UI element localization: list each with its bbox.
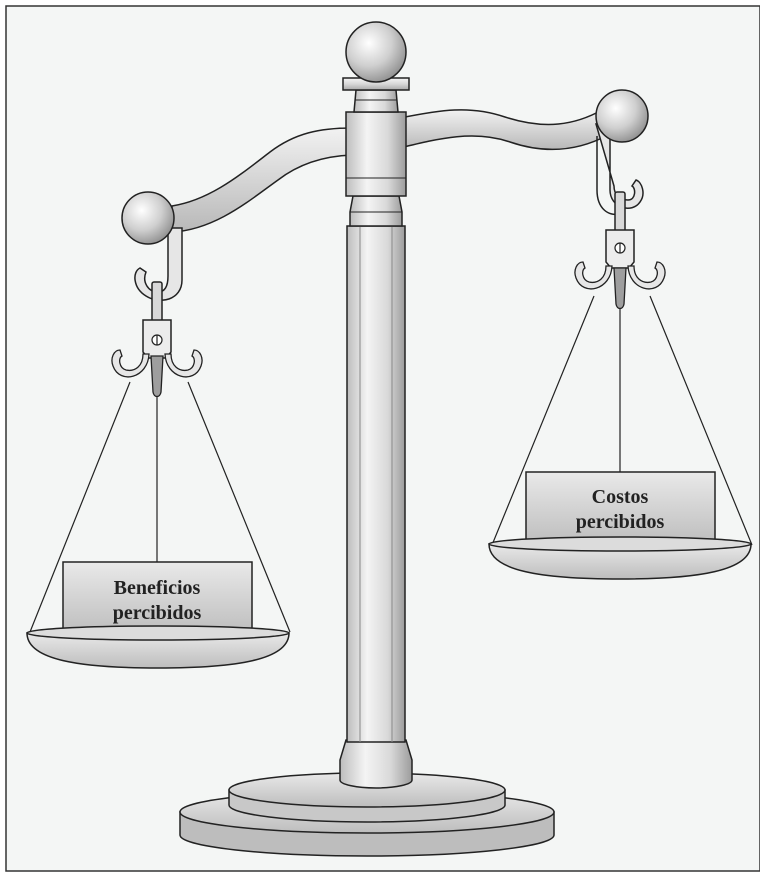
scale-column	[340, 196, 412, 788]
left-pan	[27, 626, 289, 668]
right-pan	[489, 537, 751, 579]
right-arm-ball	[596, 90, 648, 142]
right-pan-label-line1: Costos	[592, 486, 649, 508]
right-pan-label-box: Costos percibidos	[526, 472, 715, 545]
right-pan-label-line2: percibidos	[576, 511, 665, 533]
top-finial-ball	[346, 22, 406, 82]
left-pan-label-line1: Beneficios	[114, 577, 201, 599]
left-pan-label-box: Beneficios percibidos	[63, 562, 252, 635]
left-arm-ball	[122, 192, 174, 244]
left-pan-label-line2: percibidos	[113, 602, 202, 624]
